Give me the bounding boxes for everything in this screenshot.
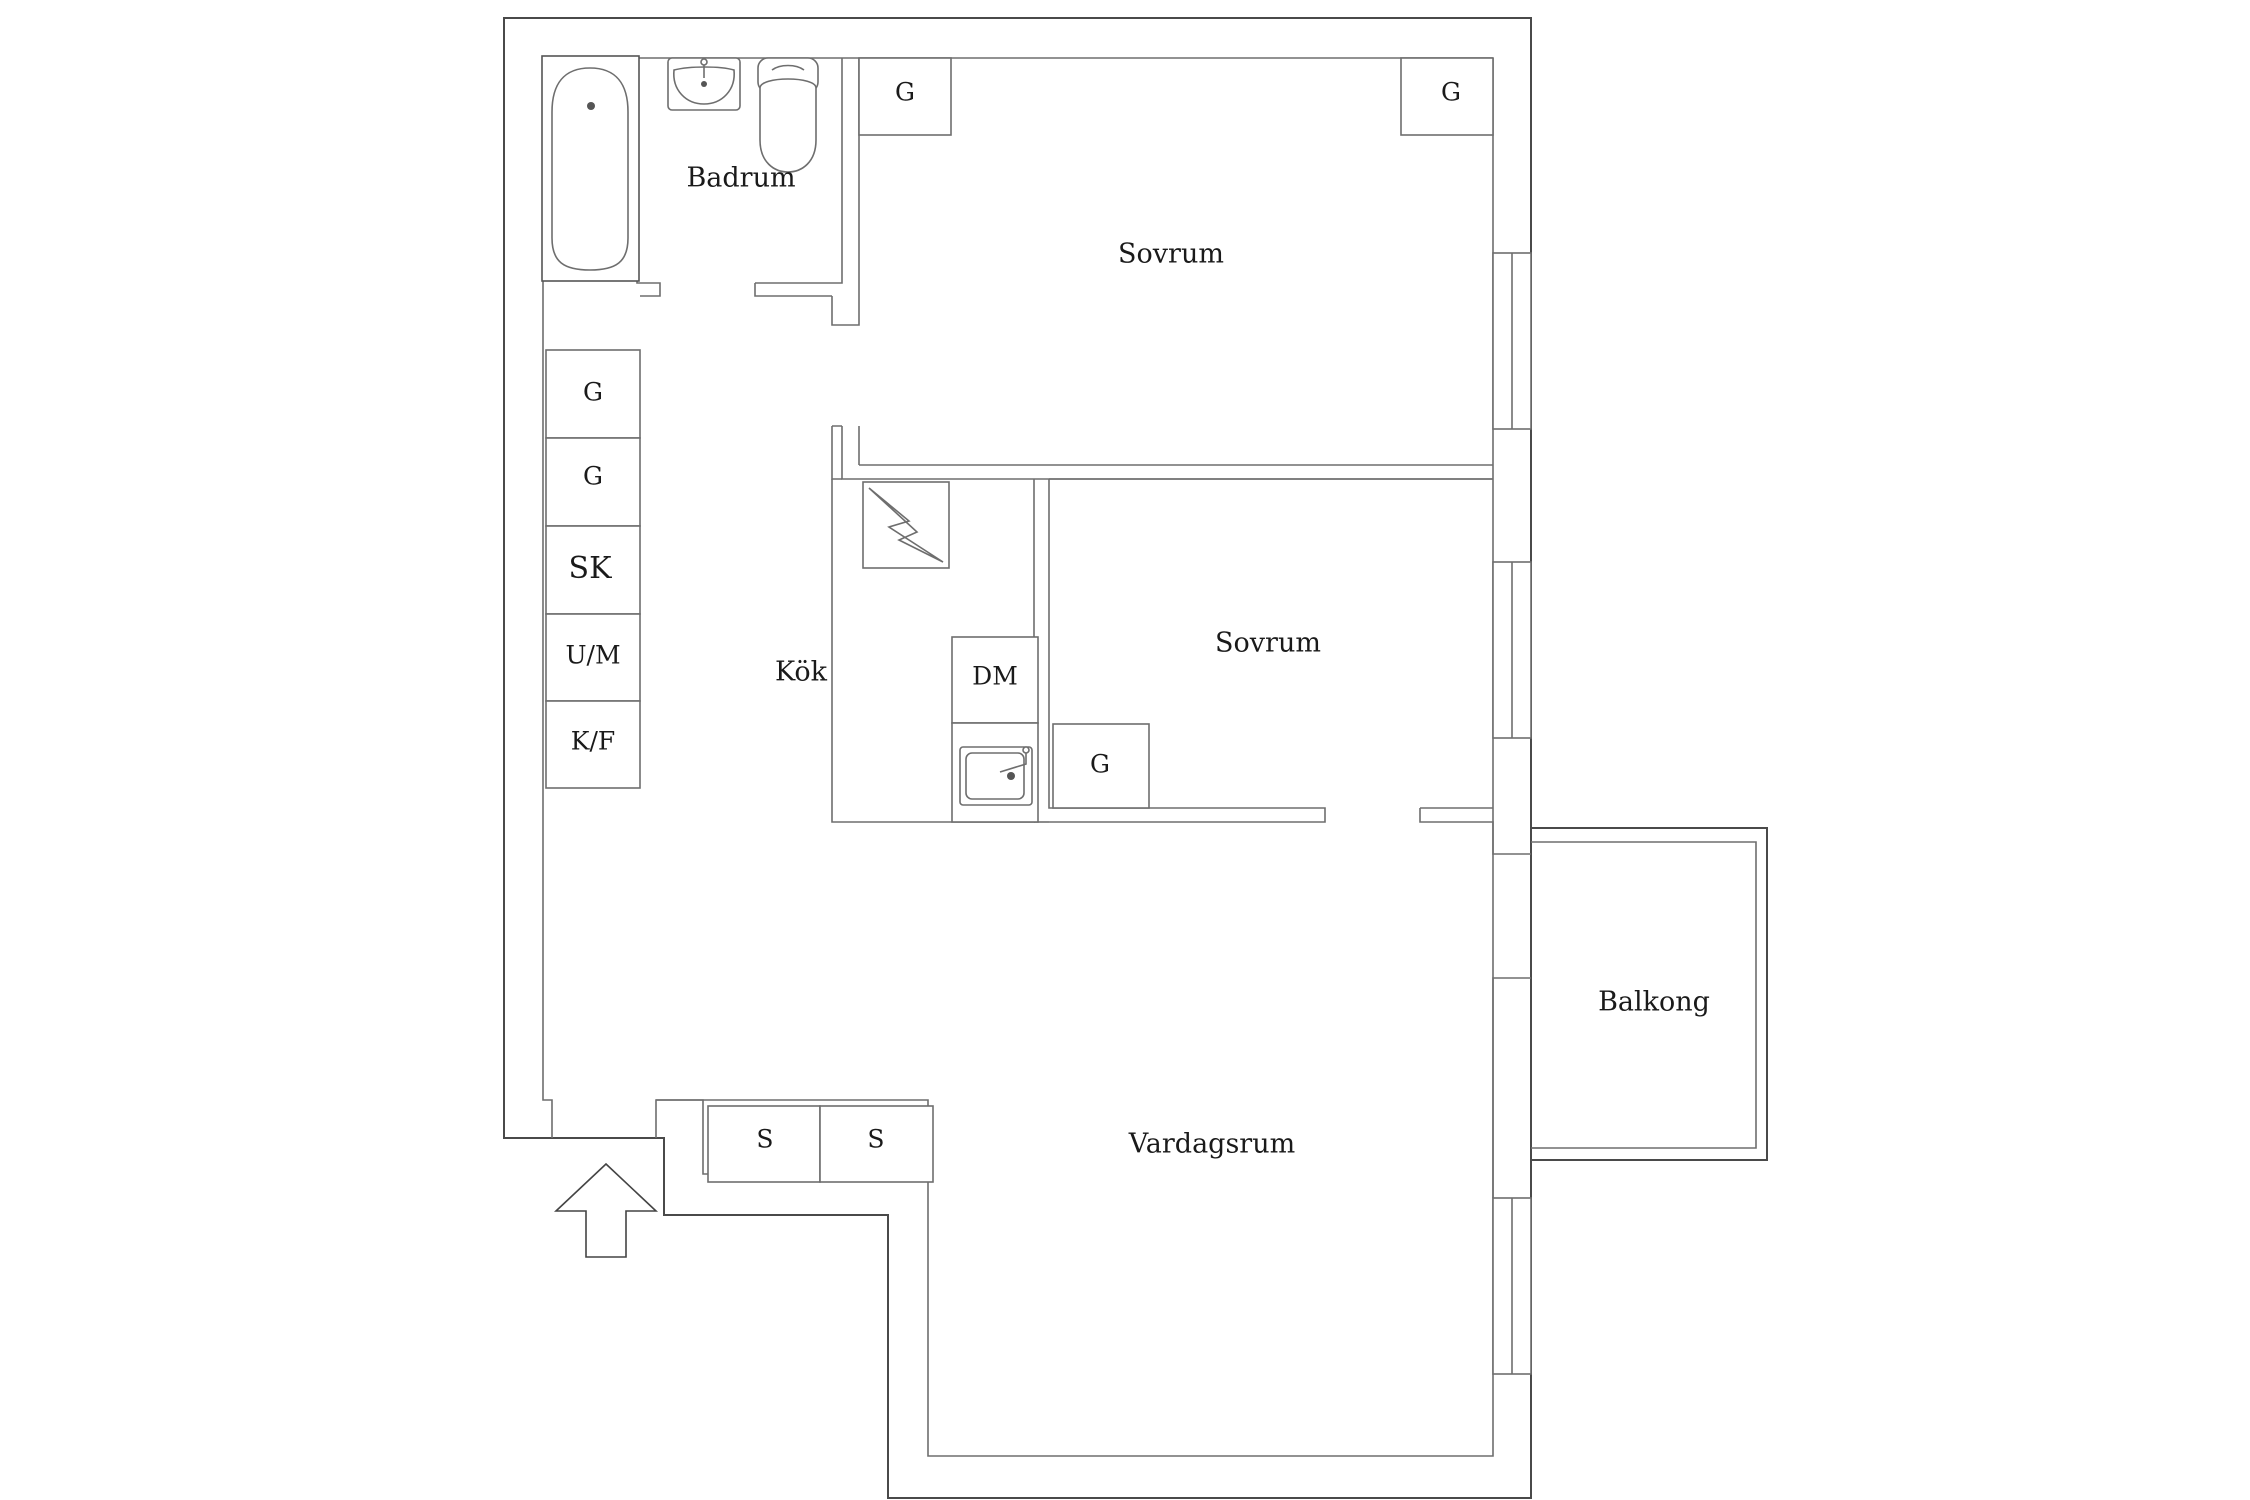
- room-label-vardagsrum: Vardagsrum: [1128, 1129, 1295, 1160]
- wardrobe-sovrum1-right: [1400, 57, 1494, 136]
- room-label-sovrum-1: Sovrum: [1118, 239, 1224, 270]
- room-label-badrum: Badrum: [686, 163, 795, 194]
- sink: [667, 57, 741, 111]
- wardrobe-sovrum2: [1052, 723, 1150, 809]
- cabinet-label: G: [583, 462, 603, 491]
- hall-storage: [707, 1105, 934, 1183]
- cabinet-label: S: [867, 1125, 884, 1154]
- entrance-arrow-icon: [553, 1162, 659, 1258]
- fridge-label: K/F: [571, 727, 615, 756]
- kitchen-cabinets: [545, 349, 641, 789]
- chimney-shaft: [862, 481, 950, 569]
- stove-label: SK: [569, 551, 613, 586]
- windows: [1492, 252, 1532, 1375]
- bathtub: [541, 55, 640, 282]
- room-label-sovrum-2: Sovrum: [1215, 628, 1321, 659]
- interior-walls: [636, 58, 1531, 1198]
- cabinet-label: S: [756, 1125, 773, 1154]
- toilet: [757, 57, 819, 173]
- cabinet-label: G: [895, 78, 915, 107]
- cabinet-label: G: [1090, 750, 1110, 779]
- dishwasher-label: DM: [972, 662, 1018, 691]
- cabinet-label: G: [583, 378, 603, 407]
- kitchen-sink: [959, 746, 1033, 806]
- room-label-kok: Kök: [775, 657, 828, 688]
- cabinet-label: G: [1441, 78, 1461, 107]
- balcony-outline: [1531, 827, 1768, 1161]
- wardrobe-sovrum1-left: [858, 57, 952, 136]
- oven-label: U/M: [565, 641, 620, 670]
- room-label-balkong: Balkong: [1598, 987, 1710, 1018]
